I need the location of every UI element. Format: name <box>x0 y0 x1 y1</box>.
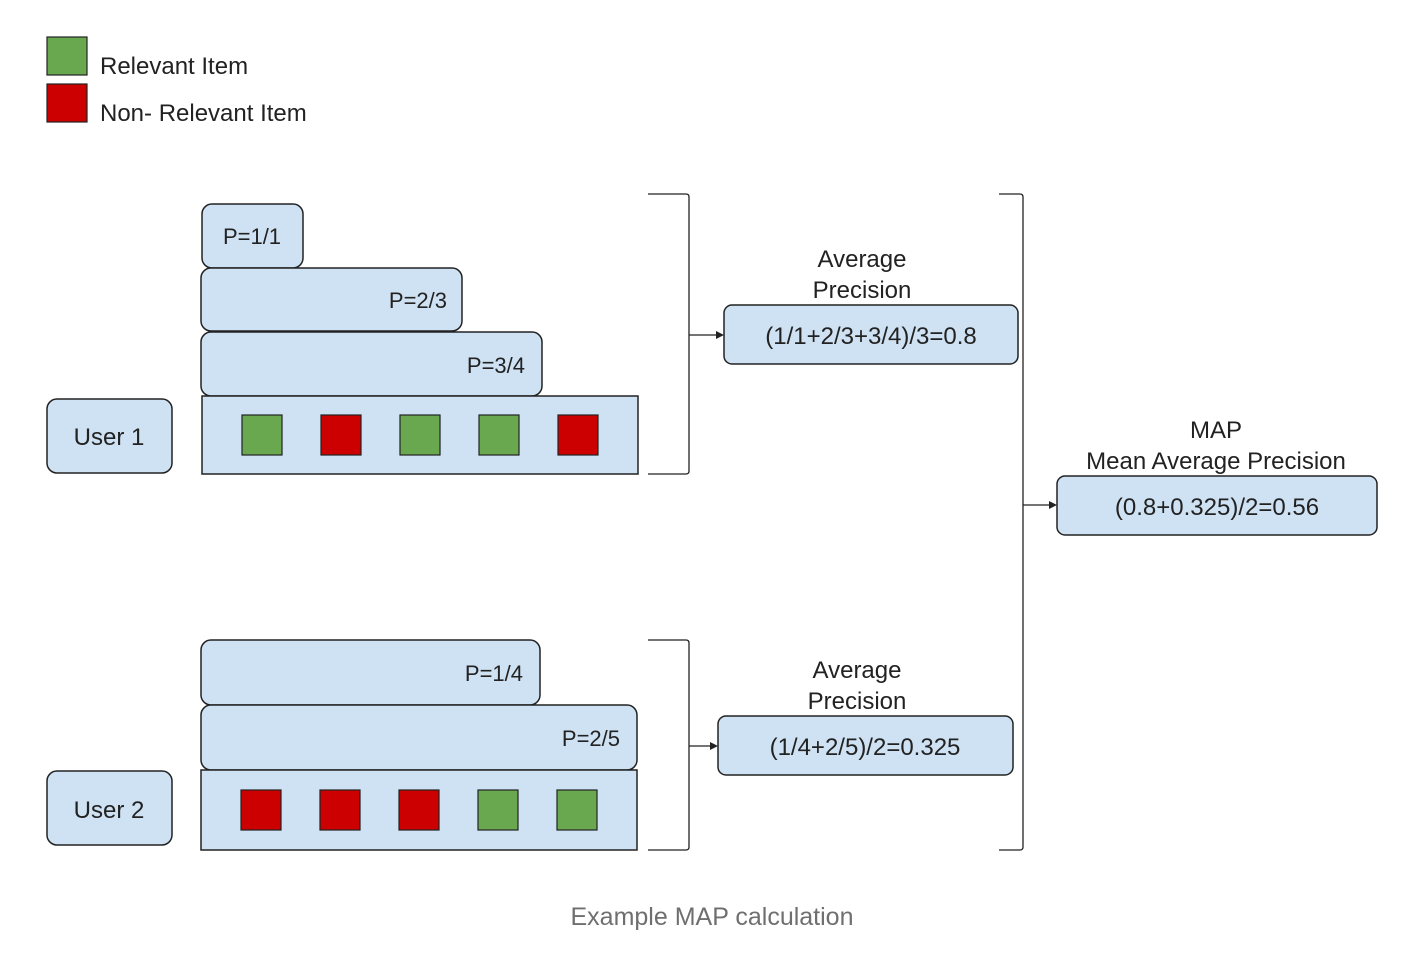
user-1-precision-box-2 <box>200 267 463 332</box>
user-2-ap-title-line1: Average <box>813 657 902 684</box>
user-1-ap-box <box>723 304 1019 365</box>
user-2-precision-2: P=2/5 <box>562 726 620 751</box>
legend: Relevant Item Non- Relevant Item <box>46 36 307 127</box>
user-1-precision-2: P=2/3 <box>389 288 447 313</box>
user-1-precision-1: P=1/1 <box>223 224 281 249</box>
map-title-line1: MAP <box>1190 417 1242 444</box>
user-1-item-2-non-relevant <box>320 414 362 456</box>
user-2-label: User 2 <box>74 797 145 824</box>
user-2-items <box>240 789 598 831</box>
user-2-label-box <box>46 770 173 846</box>
legend-relevant-swatch <box>46 36 88 76</box>
user-1-item-4-relevant <box>478 414 520 456</box>
figure-caption: Example MAP calculation <box>570 903 853 931</box>
user-1-ap-title-line2: Precision <box>813 277 912 304</box>
user-1-items <box>241 414 599 456</box>
user-1-arrow-head <box>716 331 724 339</box>
user-1-item-1-relevant <box>241 414 283 456</box>
map-formula: (0.8+0.325)/2=0.56 <box>1115 494 1319 521</box>
user-1-item-3-relevant <box>399 414 441 456</box>
user-2-item-1-non-relevant <box>240 789 282 831</box>
user-1-label: User 1 <box>74 424 145 451</box>
user-2-ap-box <box>717 715 1014 776</box>
user-2-item-3-non-relevant <box>398 789 440 831</box>
user-2-arrow-head <box>710 742 718 750</box>
user-2-ap-formula: (1/4+2/5)/2=0.325 <box>770 734 961 761</box>
map-box <box>1056 475 1378 536</box>
user-1-ap-title-line1: Average <box>818 246 907 273</box>
map-title-line2: Mean Average Precision <box>1086 448 1346 475</box>
map-bracket <box>999 193 1024 851</box>
legend-non-relevant-swatch <box>46 83 88 123</box>
user-2-item-5-relevant <box>556 789 598 831</box>
user-1-ap-formula: (1/1+2/3+3/4)/3=0.8 <box>765 323 977 350</box>
user-2-bracket <box>648 639 690 851</box>
user-2-group: P=1/4 P=2/5 User 2 Average Precision (1/… <box>46 639 1014 851</box>
user-2-item-4-relevant <box>477 789 519 831</box>
legend-non-relevant-label: Non- Relevant Item <box>100 100 307 127</box>
map-group: MAP Mean Average Precision (0.8+0.325)/2… <box>999 193 1378 851</box>
legend-relevant-label: Relevant Item <box>100 53 248 80</box>
user-1-group: P=1/1 P=2/3 P=3/4 User 1 Average Precisi… <box>46 193 1019 475</box>
user-1-label-box <box>46 398 173 474</box>
user-2-item-2-non-relevant <box>319 789 361 831</box>
user-1-precision-3: P=3/4 <box>467 353 525 378</box>
user-2-precision-1: P=1/4 <box>465 661 523 686</box>
user-2-ap-title-line2: Precision <box>808 688 907 715</box>
map-arrow-head <box>1049 501 1057 509</box>
user-1-item-5-non-relevant <box>557 414 599 456</box>
user-1-bracket <box>648 193 690 475</box>
